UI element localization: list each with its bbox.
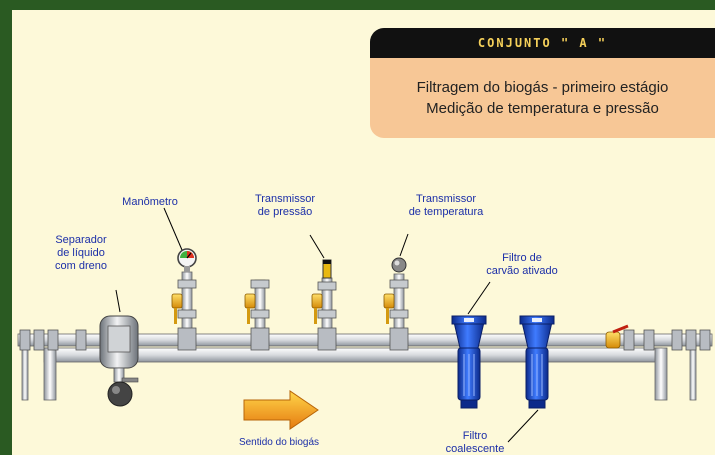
label-transmissor-pressao-line1: Transmissor [254,193,316,205]
header-description: Filtragem do biogás - primeiro estágio M… [370,58,715,138]
manometer-gauge [177,248,197,272]
liquid-separator [99,315,139,407]
piping-diagram [17,207,713,443]
diagram-frame: CONJUNTO " A " Filtragem do biogás - pri… [12,10,715,455]
label-filtro-carvao-line1: Filtro de [502,252,542,264]
label-sentido-biogas: Sentido do biogás [224,436,334,449]
label-transmissor-pressao: Transmissor de pressão [240,193,330,219]
leader-lines [115,207,539,443]
label-sentido-text: Sentido do biogás [238,437,320,448]
label-transmissor-pressao-line2: de pressão [257,206,313,218]
instrument-stems [177,271,409,351]
label-filtro-coalescente: Filtro coalescente [432,430,518,455]
outlet-valve [605,324,629,349]
label-separador: Separador de líquido com dreno [36,234,126,273]
header-line-2: Medição de temperatura e pressão [426,100,659,117]
pressure-transmitter [322,259,332,279]
label-separador-line1: Separador [55,234,107,246]
label-transmissor-temperatura: Transmissor de temperatura [396,193,496,219]
flow-direction-arrow [243,390,319,430]
label-manometro-text: Manômetro [122,196,178,208]
label-filtro-carvao-line2: carvão ativado [486,265,558,277]
coalescent-filter [519,315,555,409]
header-line-1: Filtragem do biogás - primeiro estágio [416,79,669,96]
header-title: CONJUNTO " A " [370,28,715,58]
label-separador-line3: com dreno [55,260,107,272]
temperature-transmitter [391,257,407,273]
ball-valves [171,293,395,324]
label-separador-line2: de líquido [57,247,105,259]
label-filtro-coalescente-line1: Filtro [462,430,488,442]
label-filtro-carvao: Filtro de carvão ativado [474,252,570,278]
label-manometro: Manômetro [102,196,198,209]
activated-carbon-filter [451,315,487,409]
label-transmissor-temperatura-line1: Transmissor [415,193,477,205]
label-filtro-coalescente-line2: coalescente [445,443,505,455]
support-frame [21,339,697,401]
header-panel: CONJUNTO " A " Filtragem do biogás - pri… [370,28,715,138]
label-transmissor-temperatura-line2: de temperatura [408,206,484,218]
